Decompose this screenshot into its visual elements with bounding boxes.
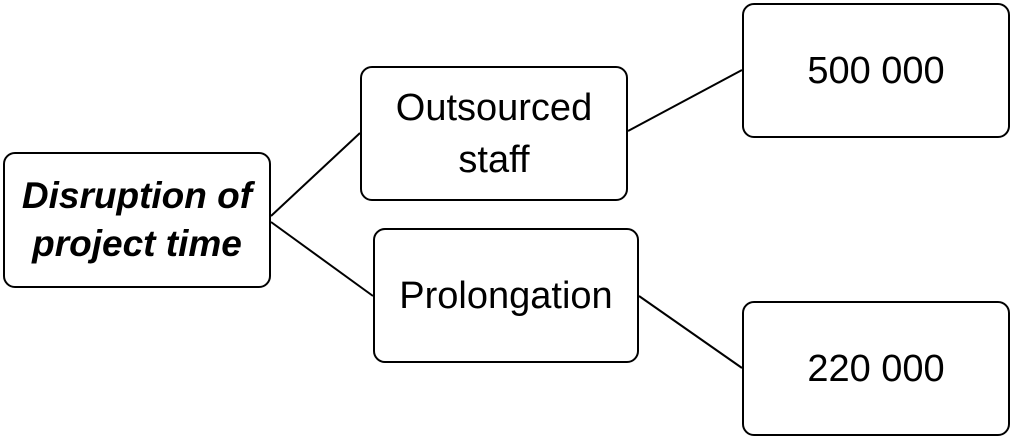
- outsourced-node-label: Outsourced staff: [396, 82, 592, 186]
- root-label-line1: Disruption of: [21, 175, 253, 216]
- value-node-outsourced-staff: 500 000: [742, 3, 1010, 138]
- root-label-line2: project time: [32, 223, 242, 264]
- outsourced-label-line1: Outsourced: [395, 86, 593, 129]
- root-node-disruption: Disruption of project time: [3, 152, 271, 288]
- outsourced-label-line2: staff: [458, 138, 530, 181]
- prolongation-value: 220 000: [807, 347, 945, 390]
- value-node-prolongation: 220 000: [742, 301, 1010, 436]
- connector-outsourced-to-value: [627, 69, 743, 132]
- branch-node-prolongation: Prolongation: [373, 228, 639, 363]
- connector-prolongation-to-value: [638, 295, 743, 369]
- outsourced-value: 500 000: [807, 49, 945, 92]
- root-node-label: Disruption of project time: [22, 172, 252, 268]
- connector-root-to-outsourced: [270, 132, 361, 217]
- connector-root-to-prolongation: [270, 221, 374, 297]
- prolongation-label: Prolongation: [399, 274, 613, 317]
- branch-node-outsourced-staff: Outsourced staff: [360, 66, 628, 201]
